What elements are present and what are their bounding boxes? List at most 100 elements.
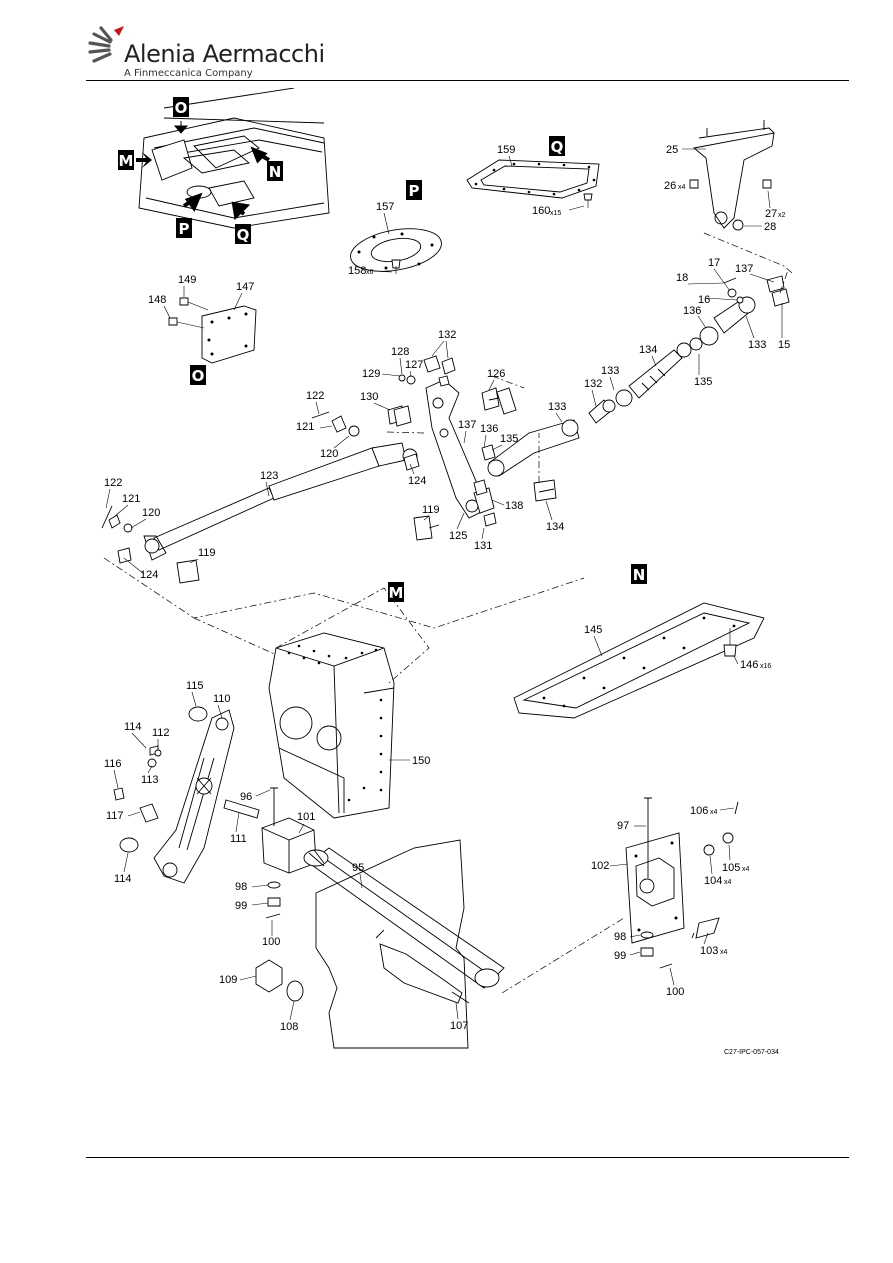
callout-125: 125 [449,530,467,542]
callout-133-far: 133 [748,339,766,351]
callout-121-left: 121 [122,493,140,505]
callout-127: 127 [405,359,423,371]
callout-99-left: 99 [235,900,247,912]
callout-26: 26 [664,180,676,192]
callout-123: 123 [260,470,278,482]
footer-rule [86,1157,849,1158]
qty-146: x16 [760,663,771,670]
callout-148: 148 [148,294,166,306]
callout-134-top: 134 [639,344,657,356]
qty-26: x4 [678,184,686,191]
qty-158: x6 [366,269,374,276]
view-tag-o-top: O [173,97,189,134]
callout-145: 145 [584,624,602,636]
callout-98-left: 98 [235,881,247,893]
callout-25: 25 [666,144,678,156]
callout-96: 96 [240,791,252,803]
svg-text:O: O [192,367,205,385]
header-rule [86,80,849,81]
lower-assembly: 150 [113,587,739,1049]
callout-97: 97 [617,820,629,832]
view-tag-n-top: N [250,146,283,181]
svg-text:Q: Q [551,138,564,156]
callout-134-low: 134 [546,521,564,533]
callout-159: 159 [497,144,515,156]
callout-124-left: 124 [140,569,158,581]
qty-103: x4 [720,949,728,956]
callout-117: 117 [106,810,124,822]
qty-106: x4 [710,809,718,816]
svg-text:P: P [409,182,420,200]
lower-callouts: 115 110 114 112 113 116 117 114 111 96 1… [104,680,750,1033]
callout-15: 15 [778,339,790,351]
callout-128: 128 [391,346,409,358]
callout-160: 160 [532,205,550,217]
callout-131: 131 [474,540,492,552]
page-header: Alenia Aermacchi A Finmeccanica Company [0,0,893,82]
callout-132-mid: 132 [438,329,456,341]
callout-106: 106 [690,805,708,817]
view-tag-p-top: P [176,192,203,238]
svg-text:M: M [389,584,404,602]
callout-157: 157 [376,201,394,213]
callout-104: 104 [704,875,722,887]
callout-28: 28 [764,221,776,233]
callout-137-mid: 137 [458,419,476,431]
callout-120-left: 120 [142,507,160,519]
callout-16: 16 [698,294,710,306]
callout-138: 138 [505,500,523,512]
callout-114-top: 114 [124,721,142,733]
callout-111: 111 [230,833,247,845]
callout-101: 101 [297,811,315,823]
svg-text:N: N [633,566,646,584]
callout-146: 146 [740,659,758,671]
callout-126: 126 [487,368,505,380]
callout-136-mid: 136 [480,423,498,435]
callout-114-bottom: 114 [114,873,132,885]
callout-137-right: 137 [735,263,753,275]
callout-99-right: 99 [614,950,626,962]
callout-105: 105 [722,862,740,874]
svg-text:N: N [269,163,282,181]
view-tag-m-top: M [118,150,152,170]
callout-102: 102 [591,860,609,872]
qty-160: x15 [550,210,561,217]
svg-text:P: P [179,220,190,238]
linkage-dash-lines [103,269,789,704]
callout-132-right: 132 [584,378,602,390]
callout-119-left: 119 [198,547,216,559]
callout-116: 116 [104,758,122,770]
view-p-detail: P 157 158 x6 [348,180,442,277]
callout-103: 103 [700,945,718,957]
view-q-detail: Q 159 160 x15 [466,136,600,217]
callout-130: 130 [360,391,378,403]
callout-135-mid: 135 [500,433,518,445]
callout-121-right: 121 [296,421,314,433]
linkage-callouts: 122 121 120 123 119 124 122 121 120 130 … [104,257,790,581]
callout-115: 115 [186,680,204,692]
view-tag-q-top: Q [231,201,251,244]
qty-104: x4 [724,879,732,886]
callout-95: 95 [352,862,364,874]
callout-122-left: 122 [104,477,122,489]
callout-158: 158 [348,265,366,277]
linkage-assembly [101,275,790,584]
callout-27: 27 [765,208,777,220]
callout-110: 110 [213,693,231,705]
alenia-aermacchi-logo-icon [88,26,124,63]
callout-133-right: 133 [601,365,619,377]
callout-133-mid: 133 [548,401,566,413]
callout-18: 18 [676,272,688,284]
figure-reference: C27-IPC-057-034 [724,1049,779,1056]
brand-tagline: A Finmeccanica Company [124,68,253,79]
callout-150: 150 [412,755,430,767]
callout-100-left: 100 [262,936,280,948]
callout-124-mid: 124 [408,475,426,487]
callout-149: 149 [178,274,196,286]
callout-113: 113 [141,774,159,786]
callout-112: 112 [152,727,170,739]
brand-name: Alenia Aermacchi [124,40,325,68]
callout-136-right: 136 [683,305,701,317]
bracket-25-detail: 25 26 x4 27 x2 28 [664,120,793,274]
exploded-parts-diagram: O M N P Q P 157 158 x6 [101,88,793,1056]
